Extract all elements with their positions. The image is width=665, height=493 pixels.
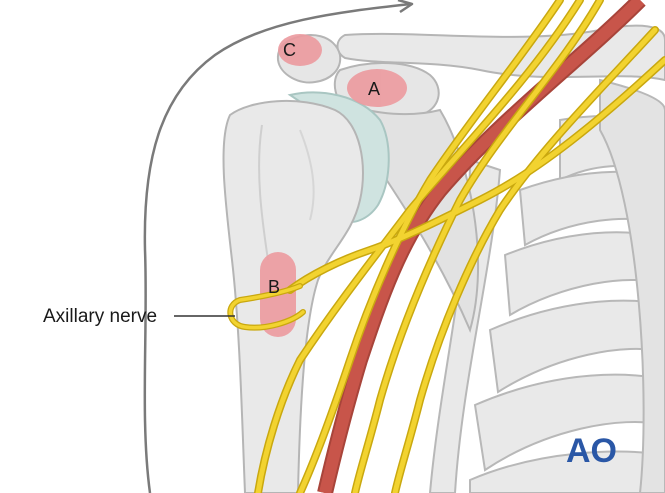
clavicle — [336, 24, 665, 82]
zone-c-label: C — [283, 40, 296, 60]
zone-a-highlight — [347, 69, 407, 107]
axillary-nerve-label: Axillary nerve — [43, 306, 157, 327]
body-outline — [143, 0, 414, 493]
axillary-nerve — [227, 283, 306, 331]
zone-a-label: A — [368, 79, 380, 99]
zone-b-label: B — [268, 277, 280, 297]
rib-cage — [428, 78, 665, 493]
ao-logo: AO — [566, 432, 617, 470]
axillary-artery — [317, 0, 646, 493]
brachial-plexus-nerves — [227, 0, 665, 493]
zone-c-highlight — [278, 34, 322, 66]
ao-logo-text: AO — [566, 432, 617, 470]
